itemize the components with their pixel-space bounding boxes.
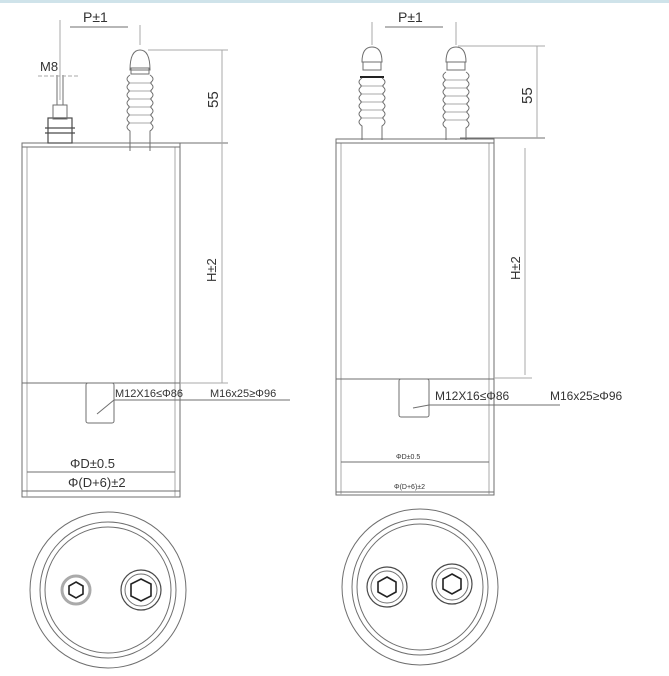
right-bottom-stud [398, 378, 430, 418]
stud-spec-large: M16x25≥Φ96 [210, 388, 276, 400]
left-view: M8 P±1 55 H±2 M12 [21, 9, 290, 669]
diameter-label-right: ΦD±0.5 [396, 454, 420, 461]
stud-spec-large-right: M16x25≥Φ96 [550, 389, 623, 403]
outer-diameter-label: Φ(D+6)±2 [68, 475, 126, 490]
stud-spec-small-right: M12X16≤Φ86 [435, 389, 510, 403]
right-bushing-terminal-2 [442, 22, 470, 140]
right-view: P±1 55 H±2 M12X16≤Φ86 M16x25≥Φ96 ΦD±0.5 … [335, 9, 623, 666]
right-top-view [341, 508, 499, 666]
left-can-outer [21, 142, 181, 498]
right-bushing-terminal-1 [358, 22, 386, 140]
height-label-right: H±2 [508, 256, 523, 280]
height-label: H±2 [204, 258, 219, 282]
pitch-label: P±1 [83, 9, 108, 25]
left-top-view [29, 511, 187, 669]
pitch-label-right: P±1 [398, 9, 423, 25]
outer-diameter-label-right: Φ(D+6)±2 [394, 484, 425, 491]
terminal-height-label: 55 [205, 91, 222, 108]
diameter-label: ΦD±0.5 [70, 456, 115, 471]
stud-spec-small: M12X16≤Φ86 [115, 388, 183, 400]
left-bushing-terminal [126, 25, 154, 151]
left-bottom-stud [85, 382, 115, 424]
left-m8-terminal [38, 60, 80, 144]
terminal-height-label-right: 55 [519, 87, 536, 104]
right-can-outer [335, 138, 495, 496]
thread-label: M8 [40, 59, 58, 74]
top-border [0, 0, 669, 3]
